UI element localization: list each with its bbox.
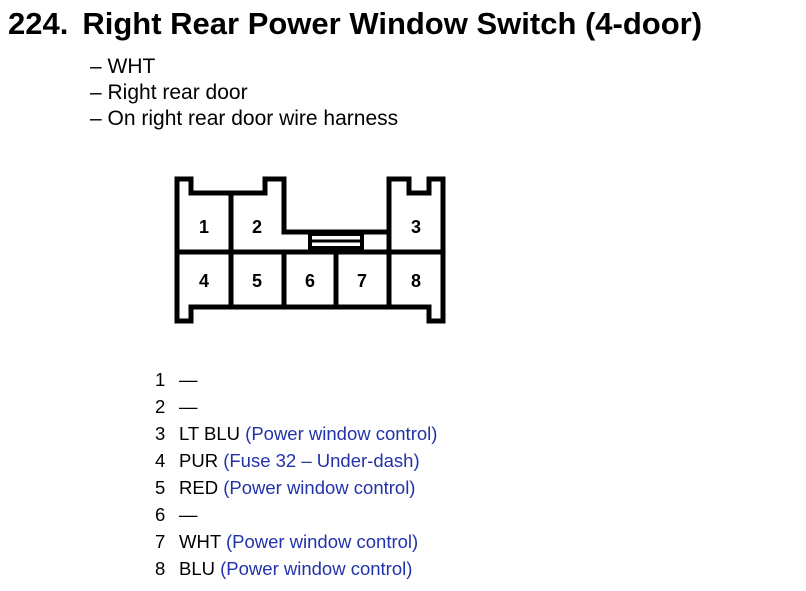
pin-wire: — xyxy=(179,504,198,525)
note-location: – Right rear door xyxy=(90,81,248,104)
item-number: 224. xyxy=(8,6,69,41)
pin-wire: WHT xyxy=(179,531,221,552)
pin-label-8: 8 xyxy=(411,271,421,291)
pin-wire: BLU xyxy=(179,558,215,579)
pin-row: 8 BLU (Power window control) xyxy=(155,555,437,582)
pin-number: 1 xyxy=(155,369,166,390)
pin-wire: RED xyxy=(179,477,219,498)
page-title: 224. Right Rear Power Window Switch (4-do… xyxy=(8,6,702,42)
pin-label-4: 4 xyxy=(199,271,209,291)
pin-label-1: 1 xyxy=(199,217,209,237)
pin-label-5: 5 xyxy=(252,271,262,291)
pin-row: 3 LT BLU (Power window control) xyxy=(155,420,437,447)
pin-description: (Fuse 32 – Under-dash) xyxy=(223,450,420,471)
connector-diagram: 1 2 3 4 5 6 7 8 xyxy=(174,176,446,324)
pin-wire: — xyxy=(179,396,198,417)
pin-label-3: 3 xyxy=(411,217,421,237)
title-text: Right Rear Power Window Switch (4-door) xyxy=(82,6,703,41)
pin-label-2: 2 xyxy=(252,217,262,237)
pin-description: (Power window control) xyxy=(225,531,419,552)
pin-row: 2— xyxy=(155,393,437,420)
pin-wire: LT BLU xyxy=(179,423,241,444)
pin-label-6: 6 xyxy=(305,271,315,291)
pin-row: 1— xyxy=(155,366,437,393)
pin-row: 6— xyxy=(155,501,437,528)
pin-row: 4 PUR (Fuse 32 – Under-dash) xyxy=(155,447,437,474)
pin-number: 8 xyxy=(155,558,166,579)
pin-wire: PUR xyxy=(179,450,219,471)
pin-wire: — xyxy=(179,369,198,390)
pin-number: 7 xyxy=(155,531,166,552)
pin-description: (Power window control) xyxy=(245,423,438,444)
pin-number: 3 xyxy=(155,423,166,444)
pin-row: 5 RED (Power window control) xyxy=(155,474,437,501)
pin-number: 4 xyxy=(155,450,166,471)
connector-housing xyxy=(174,176,446,324)
pin-description: (Power window control) xyxy=(220,558,413,579)
note-color: – WHT xyxy=(90,55,156,78)
pin-number: 6 xyxy=(155,504,166,525)
connector-notes: – WHT – Right rear door – On right rear … xyxy=(90,54,398,132)
pin-number: 5 xyxy=(155,477,166,498)
pin-label-7: 7 xyxy=(357,271,367,291)
pin-row: 7 WHT (Power window control) xyxy=(155,528,437,555)
note-harness: – On right rear door wire harness xyxy=(90,107,399,130)
pin-description: (Power window control) xyxy=(223,477,416,498)
pin-number: 2 xyxy=(155,396,166,417)
